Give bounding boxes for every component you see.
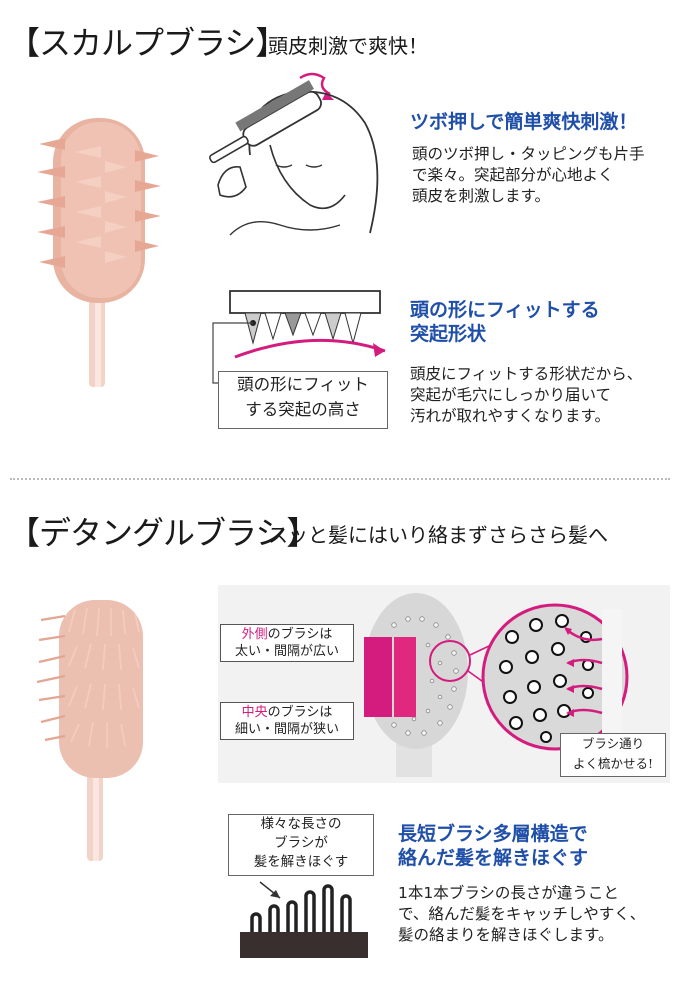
scalp-feature2-heading: 頭の形にフィットする 突起形状	[410, 298, 600, 346]
detangle-feature-heading-line: 長短ブラシ多層構造で	[398, 823, 588, 845]
scalp-brush-woman-illustration	[209, 72, 379, 236]
detangle-feature-body: 1本1本ブラシの長さが違うこと で、絡んだ髪をキャッチしやすく、 髪の絡まりを解…	[398, 883, 645, 946]
center-bristle-label-accent: 中央	[241, 705, 268, 720]
scalp-feature2-body: 頭皮にフィットする形状だから、 突起が毛穴にしっかり届いて 汚れが取れやすくなり…	[410, 364, 642, 427]
bristle-length-label: 様々な長さの ブラシが 髪を解きほぐす	[228, 814, 374, 876]
center-bristle-label-rest: のブラシは	[267, 705, 333, 720]
center-bristle-label: 中央のブラシは 細い・間隔が狭い	[220, 702, 354, 740]
protrusion-height-diagram	[212, 290, 386, 384]
detangle-feature-line: 1本1本ブラシの長さが違うこと	[398, 884, 619, 902]
detangle-feature-line: で、絡んだ髪をキャッチしやすく、	[398, 905, 646, 923]
section-divider	[10, 478, 670, 480]
bristle-length-label-line: 様々な長さの	[260, 816, 342, 832]
detangle-feature-line: 髪の絡まりを解きほぐします。	[398, 926, 614, 944]
scalp-feature2-line: 汚れが取れやすくなります。	[410, 407, 610, 425]
outer-bristle-label: 外側のブラシは 太い・間隔が広い	[220, 624, 354, 662]
scalp-feature1-line: で楽々。突起部分が心地よく	[412, 166, 614, 184]
detangle-brush-image	[36, 600, 143, 861]
scalp-feature2-heading-line: 頭の形にフィットする	[410, 299, 600, 321]
protrusion-height-label-line: 頭の形にフィット	[237, 375, 369, 394]
detangle-feature-heading: 長短ブラシ多層構造で 絡んだ髪を解きほぐす	[398, 822, 588, 870]
scalp-feature1-heading: ツボ押しで簡単爽快刺激！	[410, 111, 638, 133]
brush-through-callout: ブラシ通り よく梳かせる!	[560, 733, 666, 777]
detangle-section-title: 【デタングルブラシ】	[8, 514, 318, 552]
center-bristle-label-line2: 細い・間隔が狭い	[234, 722, 339, 737]
detangle-section-subtitle: スッと髪にはいり絡まずさらさら髪へ	[268, 523, 608, 547]
scalp-feature2-heading-line: 突起形状	[410, 323, 487, 345]
protrusion-height-label-line: する突起の高さ	[245, 400, 361, 419]
brush-through-callout-line: よく梳かせる!	[572, 756, 654, 771]
detangle-feature-heading-line: 絡んだ髪を解きほぐす	[398, 847, 589, 869]
bristle-length-label-line: 髪を解きほぐす	[253, 854, 349, 870]
protrusion-height-label: 頭の形にフィット する突起の高さ	[218, 371, 388, 429]
scalp-feature1-line: 頭皮を刺激します。	[412, 187, 550, 205]
scalp-feature2-line: 頭皮にフィットする形状だから、	[410, 365, 643, 383]
scalp-section-title: 【スカルプブラシ】	[8, 24, 287, 62]
outer-bristle-label-line2: 太い・間隔が広い	[234, 644, 339, 659]
scalp-brush-image	[37, 118, 161, 387]
scalp-feature1-line: 頭のツボ押し・タッピングも片手	[412, 145, 645, 163]
outer-bristle-label-rest: のブラシは	[267, 627, 333, 642]
scalp-feature1-body: 頭のツボ押し・タッピングも片手 で楽々。突起部分が心地よく 頭皮を刺激します。	[412, 144, 645, 207]
brush-through-callout-line: ブラシ通り	[581, 736, 645, 751]
scalp-section-subtitle: 頭皮刺激で爽快！	[268, 34, 428, 58]
outer-bristle-label-accent: 外側	[241, 627, 268, 642]
scalp-feature2-line: 突起が毛穴にしっかり届いて	[410, 386, 612, 404]
bristle-length-label-line: ブラシが	[274, 835, 328, 851]
bristle-length-diagram	[240, 881, 368, 958]
